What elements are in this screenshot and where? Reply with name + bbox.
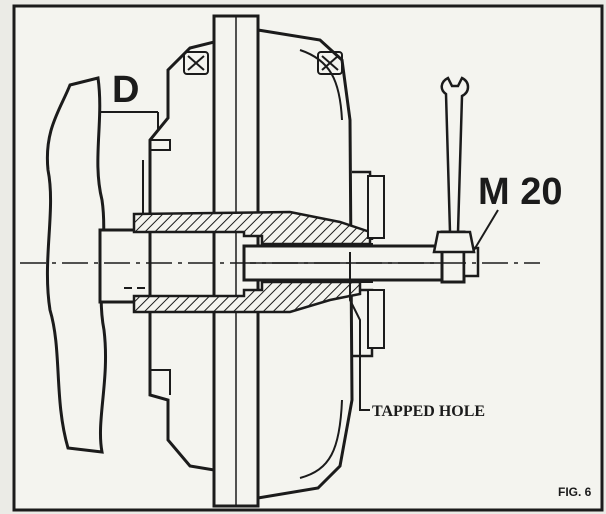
rear-boss-upper <box>367 175 385 239</box>
gap-label: D <box>112 69 139 111</box>
motor-body <box>45 76 108 454</box>
hub-step-left <box>150 139 171 395</box>
figure-label: FIG. 6 <box>558 485 592 499</box>
wrench-jaw <box>432 230 476 254</box>
thread-label: M 20 <box>478 171 562 213</box>
thread-leader <box>473 209 499 251</box>
rear-boss-lower <box>367 289 385 349</box>
wrench <box>440 76 470 234</box>
housing-bolts <box>183 51 343 75</box>
tapped-hole-label: TAPPED HOLE <box>372 403 485 420</box>
tapped-hole-leader <box>349 252 370 411</box>
